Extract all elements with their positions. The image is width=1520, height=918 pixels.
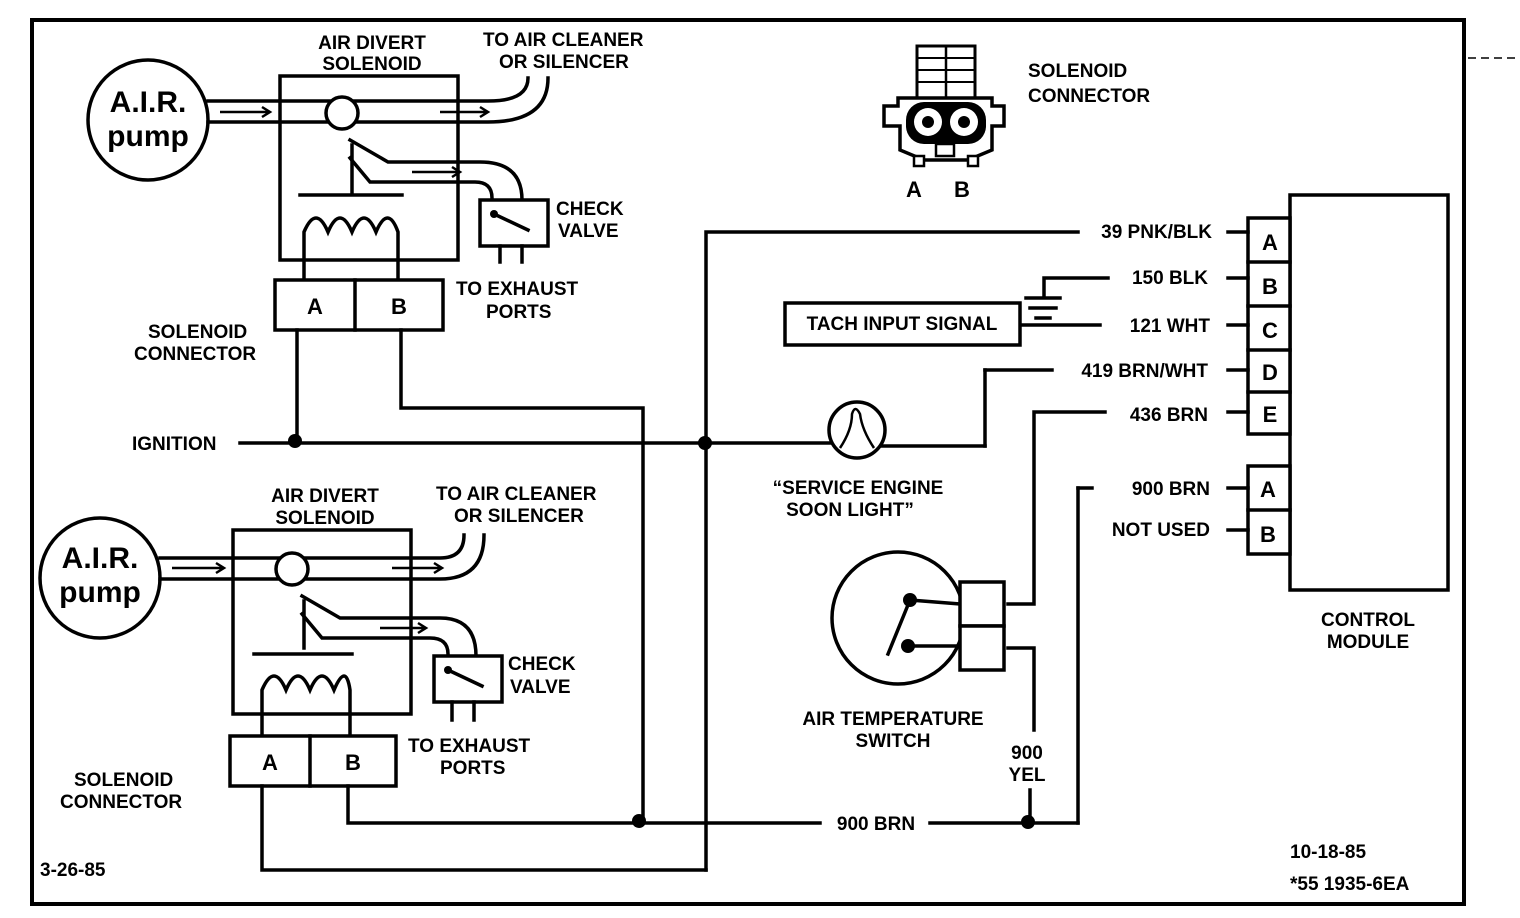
cm-connector2-pin-b: B NOT USED [1112, 520, 1276, 547]
wiring: IGNITION [132, 230, 1110, 872]
upper-air-circuit: A.I.R. pump AIR DIVERT SOLENOID TO AIR C… [86, 30, 644, 365]
diagram-border [30, 18, 1466, 906]
cm-pin-d-label: D [1262, 360, 1278, 385]
cm-connector1-pin-e: E 436 BRN [1130, 402, 1278, 427]
upper-air-pump [86, 58, 210, 182]
solenoid-view-label-2: CONNECTOR [1028, 86, 1150, 107]
control-module: CONTROL MODULE A 39 PNK/BLK B 150 BLK C … [1081, 193, 1450, 653]
service-engine-soon-light: “SERVICE ENGINE SOON LIGHT” [773, 400, 944, 521]
upper-pump-label-2: pump [107, 120, 189, 153]
upper-connector-pin-b: B [391, 294, 407, 319]
bottom-wire-label: 900 BRN [837, 814, 915, 835]
lower-to-exhaust-2: PORTS [440, 758, 505, 779]
wire-121-wht: 121 WHT [1130, 316, 1211, 337]
cm-connector1-pin-c: C 121 WHT [1130, 316, 1292, 352]
upper-to-exhaust: TO EXHAUST [456, 279, 579, 300]
cm-pin-b-label: B [1262, 274, 1278, 299]
lower-check-valve-label-2: VALVE [510, 677, 571, 698]
upper-pump-label: A.I.R. [110, 86, 187, 119]
lower-solenoid-connector [228, 734, 398, 788]
cm-connector1-pin-a: A 39 PNK/BLK [1101, 222, 1292, 264]
solenoid-view-pin-b: B [954, 177, 970, 202]
lower-to-air-cleaner: TO AIR CLEANER [436, 484, 597, 505]
upper-to-air-cleaner: TO AIR CLEANER [483, 30, 644, 51]
cm-connector1-pin-b: B 150 BLK [1132, 268, 1292, 308]
figure-code: *55 1935-6EA [1290, 874, 1410, 895]
lower-solenoid-title-2: SOLENOID [275, 508, 374, 529]
lower-to-exhaust: TO EXHAUST [408, 736, 531, 757]
tach-input-label: TACH INPUT SIGNAL [807, 314, 998, 335]
cm-pin-c-label: C [1262, 318, 1278, 343]
solenoid-view-label: SOLENOID [1028, 61, 1127, 82]
lower-to-air-cleaner-2: OR SILENCER [454, 506, 584, 527]
tach-input-signal-box [783, 301, 1022, 347]
air-temp-switch-label-2: SWITCH [856, 731, 931, 752]
yel-wire-label-2: YEL [1009, 765, 1046, 786]
service-light-label: “SERVICE ENGINE [773, 478, 944, 499]
upper-solenoid-connector [273, 278, 445, 332]
upper-check-valve-label-2: VALVE [558, 221, 619, 242]
lower-connector-label-2: CONNECTOR [60, 792, 182, 813]
date-left: 3-26-85 [40, 860, 106, 881]
lower-check-valve-label: CHECK [508, 654, 576, 675]
lower-connector-label: SOLENOID [74, 770, 173, 791]
solenoid-view-pin-a: A [906, 177, 922, 202]
control-module-label: CONTROL [1321, 610, 1415, 631]
lower-pump-label: A.I.R. [62, 542, 139, 575]
wire-150-blk: 150 BLK [1132, 268, 1208, 289]
lower-connector-pin-a: A [262, 750, 278, 775]
cm-connector1-pin-d: D 419 BRN/WHT [1081, 360, 1292, 394]
ignition-label: IGNITION [132, 434, 216, 455]
upper-air-divert-solenoid [278, 74, 460, 262]
wire-419-brn-wht: 419 BRN/WHT [1081, 361, 1208, 382]
cm-connector2-pin-a: A 900 BRN [1132, 477, 1276, 502]
lower-pump-label-2: pump [59, 576, 141, 609]
yel-wire-label: 900 [1011, 743, 1043, 764]
upper-to-exhaust-2: PORTS [486, 302, 551, 323]
cm2-pin-b-label: B [1260, 522, 1276, 547]
lower-air-circuit: A.I.R. pump AIR DIVERT SOLENOID TO AIR C… [38, 484, 597, 813]
upper-solenoid-title-2: SOLENOID [322, 54, 421, 75]
cm-pin-a-label: A [1262, 230, 1278, 255]
upper-solenoid-title: AIR DIVERT [318, 33, 426, 54]
upper-connector-label: SOLENOID [148, 322, 247, 343]
service-light-label-2: SOON LIGHT” [786, 500, 914, 521]
air-temp-switch-label: AIR TEMPERATURE [802, 709, 983, 730]
wire-39-pnk-blk: 39 PNK/BLK [1101, 222, 1212, 243]
cm-pin-e-label: E [1263, 402, 1278, 427]
upper-to-air-cleaner-2: OR SILENCER [499, 52, 629, 73]
upper-connector-label-2: CONNECTOR [134, 344, 256, 365]
cm2-pin-a-label: A [1260, 477, 1276, 502]
date-right: 10-18-85 [1290, 842, 1366, 863]
lower-solenoid-title: AIR DIVERT [271, 486, 379, 507]
control-module-label-2: MODULE [1327, 632, 1409, 653]
upper-check-valve-label: CHECK [556, 199, 624, 220]
solenoid-connector-view: A B SOLENOID CONNECTOR [882, 44, 1150, 202]
wire-436-brn: 436 BRN [1130, 405, 1208, 426]
wire-not-used: NOT USED [1112, 520, 1210, 541]
upper-connector-pin-a: A [307, 294, 323, 319]
air-temperature-switch: AIR TEMPERATURE SWITCH [802, 550, 1006, 752]
wire-900-brn: 900 BRN [1132, 479, 1210, 500]
lower-air-divert-solenoid [231, 528, 413, 716]
lower-connector-pin-b: B [345, 750, 361, 775]
